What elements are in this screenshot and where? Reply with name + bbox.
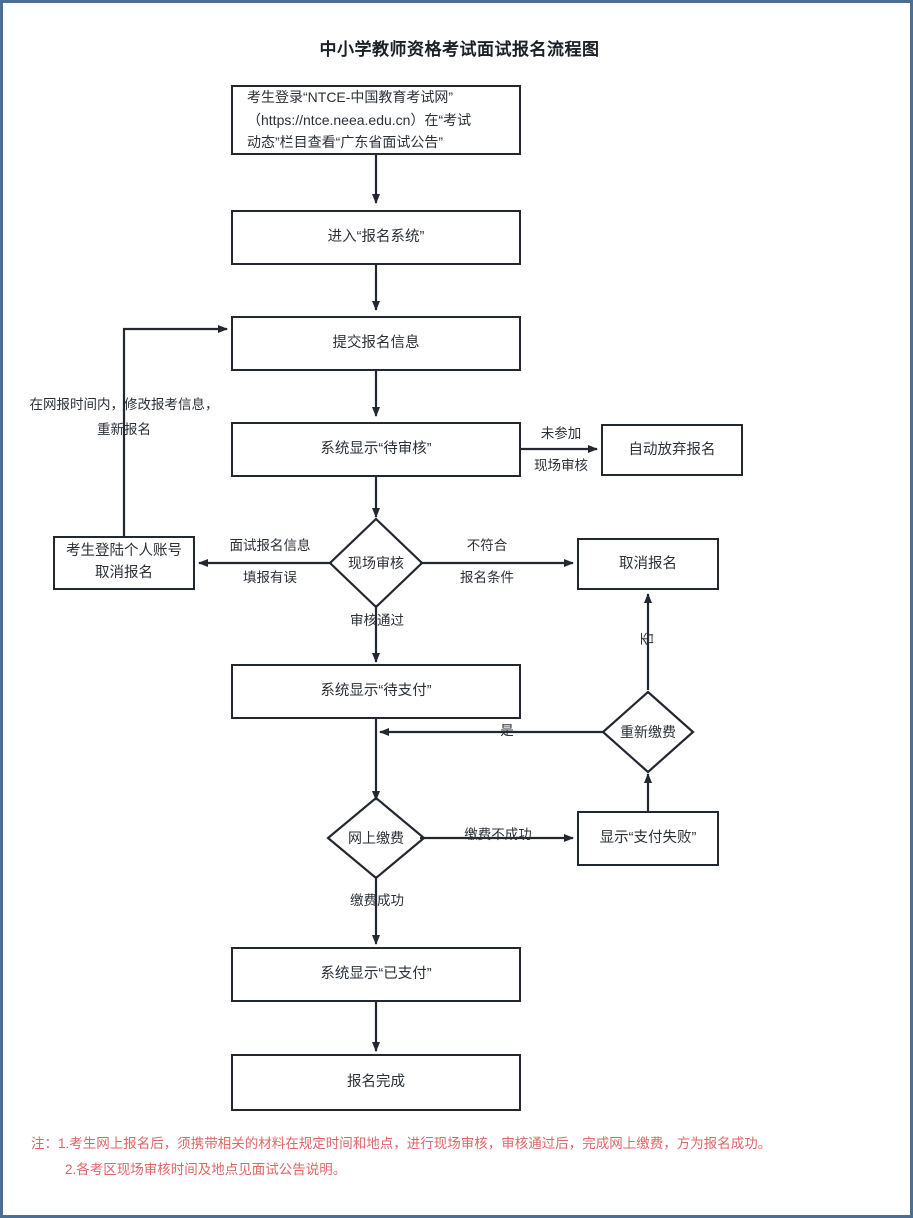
page-title: 中小学教师资格考试面试报名流程图 — [319, 40, 600, 59]
edge-label-not-attend-line2: 现场审核 — [534, 458, 588, 473]
node-cancel-by-self-line2: 取消报名 — [95, 565, 153, 581]
edge-label-review-passed: 审核通过 — [350, 613, 404, 628]
edge-label-payment-success: 缴费成功 — [350, 893, 404, 908]
node-auto-abandon: 自动放弃报名 — [601, 424, 743, 476]
edge-label-modify-reapply-line1: 在网报时间内，修改报考信息， — [29, 397, 219, 412]
edge-label-not-qualified-line1: 不符合 — [466, 538, 508, 553]
edge-label-yes: 是 — [500, 723, 514, 738]
edge-label-not-qualified-line2: 报名条件 — [460, 570, 514, 585]
diamond-online-payment — [326, 796, 426, 880]
node-cancel-by-self-line1: 考生登陆个人账号 — [66, 543, 182, 560]
node-cancel-by-self: 考生登陆个人账号 取消报名 — [53, 536, 195, 590]
edge-cancel-self-to-submit — [122, 325, 228, 536]
diamond-onsite-review — [328, 517, 424, 609]
diamond-repay — [601, 690, 695, 774]
edge-label-not-attend-line1: 未参加 — [540, 426, 582, 441]
edge-label-modify-reapply-line2: 重新报名 — [97, 422, 151, 437]
edge-label-info-error-line1: 面试报名信息 — [229, 538, 311, 553]
node-paid: 系统显示“已支付” — [231, 947, 521, 1002]
node-payment-failed: 显示“支付失败” — [577, 811, 719, 866]
node-cancel-registration: 取消报名 — [577, 538, 719, 590]
node-login-line1: 考生登录“NTCE-中国教育考试网” — [247, 89, 454, 106]
node-login: 考生登录“NTCE-中国教育考试网” （https://ntce.neea.ed… — [231, 85, 521, 155]
node-login-line2: （https://ntce.neea.edu.cn）在“考试 — [247, 111, 472, 128]
node-login-line3: 动态”栏目查看“广东省面试公告” — [247, 134, 443, 151]
node-pending-payment: 系统显示“待支付” — [231, 664, 521, 719]
connector-layer — [122, 155, 695, 1052]
edge-label-payment-fail: 缴费不成功 — [464, 827, 532, 842]
edge-label-info-error-line2: 填报有误 — [243, 570, 297, 585]
node-enter-system: 进入“报名系统” — [231, 210, 521, 265]
node-registration-done: 报名完成 — [231, 1054, 521, 1111]
footnote-line1: 注：1.考生网上报名后，须携带相关的材料在规定时间和地点，进行现场审核，审核通过… — [31, 1136, 772, 1151]
node-submit-info: 提交报名信息 — [231, 316, 521, 371]
node-pending-review: 系统显示“待审核” — [231, 422, 521, 477]
footnote: 注：1.考生网上报名后，须携带相关的材料在规定时间和地点，进行现场审核，审核通过… — [31, 1131, 891, 1182]
edge-label-no: 否 — [640, 632, 656, 646]
footnote-line2: 2.各考区现场审核时间及地点见面试公告说明。 — [65, 1161, 347, 1177]
